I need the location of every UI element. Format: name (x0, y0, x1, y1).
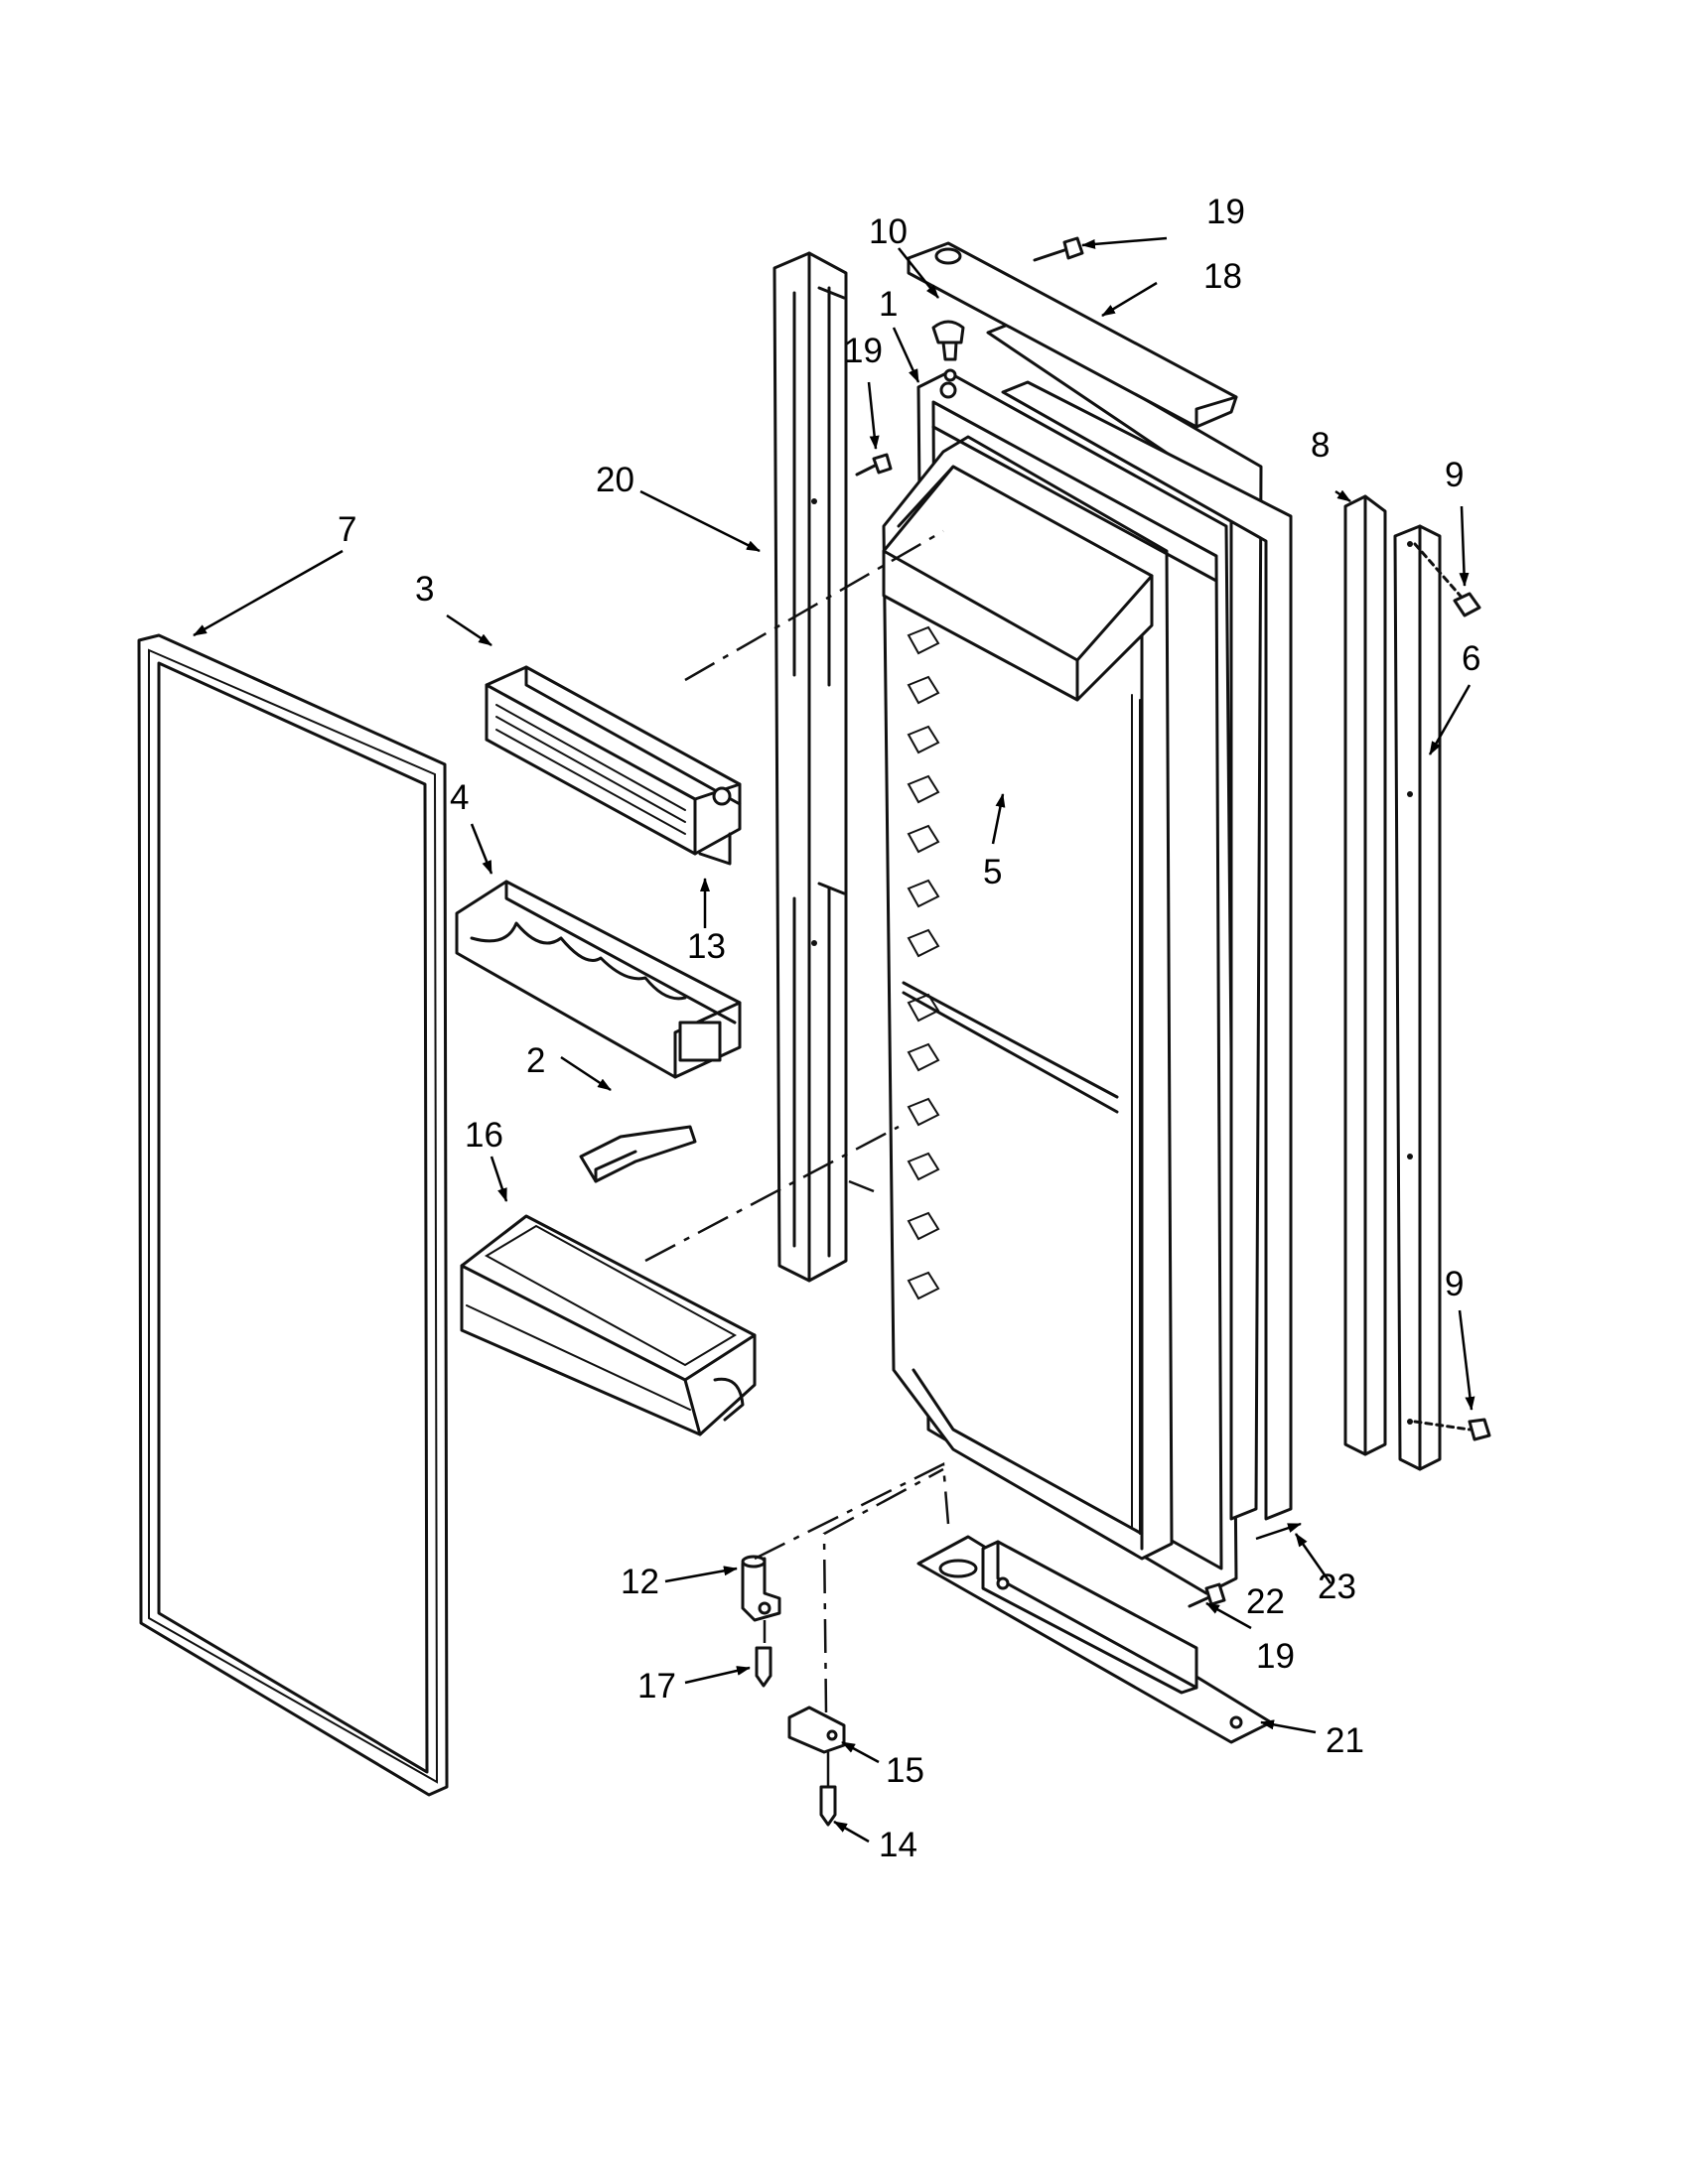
label-part-12: 12 (621, 1563, 659, 1601)
top-cap-part-18 (907, 241, 1238, 429)
label-part-4: 4 (450, 778, 469, 817)
plug-part-10 (931, 320, 965, 382)
screw-part-19-bottom (1188, 1582, 1226, 1608)
label-part-19-bottom: 19 (1256, 1637, 1295, 1676)
label-part-20: 20 (596, 461, 634, 499)
label-part-15: 15 (886, 1751, 924, 1790)
leader-arrows (193, 236, 1475, 1843)
screw-part-17 (755, 1646, 772, 1688)
door-bin-part-16 (460, 1214, 757, 1436)
label-part-19-top: 19 (1206, 193, 1245, 231)
clip-part-2 (579, 1125, 697, 1183)
rack-part-4 (455, 880, 742, 1079)
label-part-13: 13 (687, 927, 726, 966)
door-gasket-part-7 (137, 633, 449, 1797)
hinge-block-part-15 (787, 1706, 846, 1754)
dairy-cover-part-3 (485, 665, 742, 866)
label-part-14: 14 (879, 1826, 917, 1864)
label-part-6: 6 (1462, 639, 1480, 678)
hinge-strip-part-20 (772, 251, 848, 1283)
screw-part-9-upper (1413, 542, 1481, 617)
strip-part-8 (1343, 494, 1387, 1456)
label-part-8: 8 (1311, 426, 1330, 465)
screw-part-14 (819, 1785, 837, 1827)
part-number-labels: 10 19 18 1 19 20 7 3 4 13 2 16 5 8 9 6 9… (338, 193, 1480, 1864)
label-part-16: 16 (465, 1116, 503, 1155)
screw-part-19-left (855, 453, 893, 477)
assembly-lines (644, 529, 950, 1787)
label-part-18: 18 (1203, 257, 1242, 296)
label-part-5: 5 (983, 853, 1002, 891)
door-liner-part-1 (882, 370, 1238, 1595)
label-part-19-left: 19 (844, 332, 883, 370)
label-part-22: 22 (1246, 1582, 1285, 1621)
label-part-9-lower: 9 (1445, 1265, 1464, 1303)
screw-part-9-lower (1413, 1418, 1491, 1441)
hinge-pin-part-12 (741, 1555, 781, 1622)
screw-part-19-top (1033, 236, 1084, 262)
label-part-3: 3 (415, 570, 434, 609)
label-part-7: 7 (338, 510, 356, 549)
bottom-bracket-part-21 (916, 1535, 1273, 1744)
label-part-17: 17 (637, 1667, 676, 1706)
seal-strip-part-23 (1001, 380, 1293, 1521)
label-part-23: 23 (1318, 1568, 1356, 1606)
label-part-2: 2 (526, 1041, 545, 1080)
label-part-9-upper: 9 (1445, 456, 1464, 494)
label-part-10: 10 (869, 212, 908, 251)
trim-strip-part-6 (1393, 524, 1442, 1471)
label-part-1: 1 (879, 285, 898, 324)
label-part-21: 21 (1326, 1721, 1364, 1760)
